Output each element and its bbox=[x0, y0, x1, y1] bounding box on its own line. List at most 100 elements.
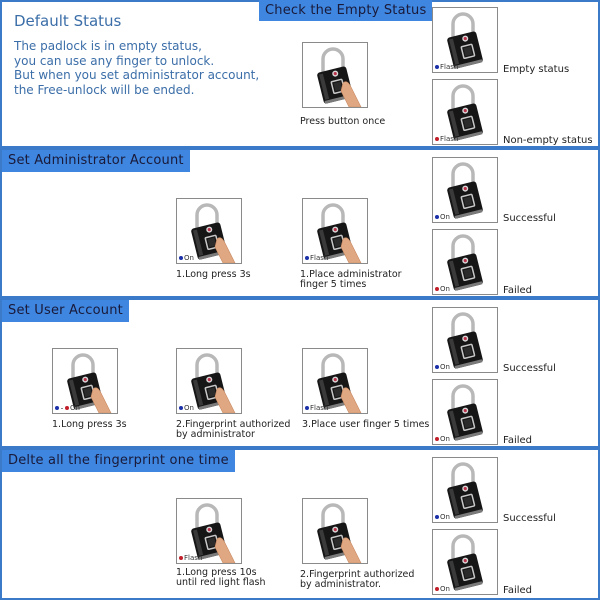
padlock-icon bbox=[447, 462, 483, 519]
led-state-label: On bbox=[184, 404, 194, 412]
panel-check-empty-status: Default Status The padlock is in empty s… bbox=[0, 0, 600, 148]
blue-led-dot-icon bbox=[435, 215, 439, 219]
panel-set-administrator-account: Set Administrator Account On 1.Long pres… bbox=[0, 148, 600, 298]
padlock-icon bbox=[317, 503, 362, 563]
padlock-image bbox=[302, 42, 368, 108]
result-label: Empty status bbox=[503, 64, 570, 75]
padlock-image: Flash bbox=[302, 348, 368, 414]
led-indicator: On bbox=[435, 585, 450, 593]
blue-led-dot-icon bbox=[435, 365, 439, 369]
result-label: Failed bbox=[503, 285, 533, 296]
padlock-image: On bbox=[432, 229, 498, 295]
padlock-image: On bbox=[52, 348, 118, 414]
padlock-image bbox=[302, 498, 368, 564]
padlock-icon bbox=[67, 353, 112, 413]
padlock-image: On bbox=[176, 198, 242, 264]
red-led-dot-icon bbox=[65, 406, 69, 410]
section-header: Delte all the fingerprint one time bbox=[2, 450, 235, 472]
led-state-label: On bbox=[440, 213, 450, 221]
result-label: Successful bbox=[503, 513, 556, 524]
led-state-label: On bbox=[440, 513, 450, 521]
led-indicator: On bbox=[435, 213, 450, 221]
led-indicator: On bbox=[435, 435, 450, 443]
led-indicator: On bbox=[435, 285, 450, 293]
padlock-icon bbox=[447, 312, 483, 369]
red-led-dot-icon bbox=[435, 587, 439, 591]
padlock-image: Flash bbox=[432, 79, 498, 145]
padlock-icon bbox=[317, 203, 362, 263]
led-indicator: Flash bbox=[305, 254, 328, 262]
led-state-label: Flash bbox=[440, 63, 459, 71]
padlock-icon bbox=[447, 84, 483, 141]
blue-led-dot-icon bbox=[435, 65, 439, 69]
led-indicator: Flash bbox=[435, 63, 458, 71]
led-state-label: On bbox=[440, 435, 450, 443]
step-caption: 1.Long press 10s until red light flash bbox=[176, 567, 266, 588]
led-indicator: On bbox=[179, 254, 194, 262]
blue-led-dot-icon bbox=[179, 256, 183, 260]
led-indicator: On bbox=[435, 363, 450, 371]
padlock-image: On bbox=[432, 379, 498, 445]
padlock-image: Flash bbox=[176, 498, 242, 564]
led-indicator: On bbox=[179, 404, 194, 412]
led-indicator: Flash bbox=[305, 404, 328, 412]
section-header: Set Administrator Account bbox=[2, 150, 190, 172]
default-status-title: Default Status bbox=[14, 12, 122, 30]
led-state-label: Flash bbox=[310, 404, 329, 412]
red-led-dot-icon bbox=[435, 287, 439, 291]
separator bbox=[61, 407, 63, 409]
led-state-label: Flash bbox=[310, 254, 329, 262]
padlock-icon bbox=[447, 234, 483, 291]
step-caption: Press button once bbox=[300, 116, 386, 127]
step-caption: 2.Fingerprint authorized by administrato… bbox=[300, 569, 415, 590]
padlock-image: On bbox=[176, 348, 242, 414]
blue-led-dot-icon bbox=[435, 515, 439, 519]
led-state-label: On bbox=[440, 363, 450, 371]
blue-led-dot-icon bbox=[179, 406, 183, 410]
red-led-dot-icon bbox=[435, 137, 439, 141]
led-state-label: On bbox=[440, 585, 450, 593]
padlock-icon bbox=[191, 503, 236, 563]
padlock-icon bbox=[317, 353, 362, 413]
step-caption: 1.Long press 3s bbox=[176, 269, 251, 280]
blue-led-dot-icon bbox=[305, 256, 309, 260]
padlock-image: On bbox=[432, 157, 498, 223]
padlock-image: On bbox=[432, 307, 498, 373]
panel-delete-all-fingerprints: Delte all the fingerprint one time Flash… bbox=[0, 448, 600, 600]
led-state-label: On bbox=[70, 404, 80, 412]
section-header: Set User Account bbox=[2, 300, 129, 322]
led-state-label: On bbox=[184, 254, 194, 262]
padlock-icon bbox=[447, 384, 483, 441]
led-state-label: Flash bbox=[184, 554, 203, 562]
result-label: Non-empty status bbox=[503, 135, 593, 146]
result-label: Failed bbox=[503, 585, 533, 596]
led-indicator: On bbox=[435, 513, 450, 521]
result-label: Successful bbox=[503, 363, 556, 374]
step-caption: 1.Long press 3s bbox=[52, 419, 127, 430]
default-status-description: The padlock is in empty status, you can … bbox=[14, 39, 260, 97]
padlock-icon bbox=[191, 203, 236, 263]
padlock-image: On bbox=[432, 529, 498, 595]
result-label: Successful bbox=[503, 213, 556, 224]
padlock-icon bbox=[447, 12, 483, 69]
section-header: Check the Empty Status bbox=[259, 0, 433, 21]
red-led-dot-icon bbox=[435, 437, 439, 441]
led-indicator: On bbox=[55, 404, 80, 412]
padlock-image: Flash bbox=[302, 198, 368, 264]
red-led-dot-icon bbox=[179, 556, 183, 560]
padlock-image: Flash bbox=[432, 7, 498, 73]
result-label: Failed bbox=[503, 435, 533, 446]
padlock-image: On bbox=[432, 457, 498, 523]
led-indicator: Flash bbox=[179, 554, 202, 562]
blue-led-dot-icon bbox=[55, 406, 59, 410]
padlock-icon bbox=[191, 353, 236, 413]
step-caption: 2.Fingerprint authorized by administrato… bbox=[176, 419, 291, 440]
padlock-icon bbox=[317, 47, 362, 107]
padlock-icon bbox=[447, 162, 483, 219]
step-caption: 3.Place user finger 5 times bbox=[302, 419, 430, 430]
padlock-icon bbox=[447, 534, 483, 591]
blue-led-dot-icon bbox=[305, 406, 309, 410]
led-indicator: Flash bbox=[435, 135, 458, 143]
led-state-label: Flash bbox=[440, 135, 459, 143]
led-state-label: On bbox=[440, 285, 450, 293]
